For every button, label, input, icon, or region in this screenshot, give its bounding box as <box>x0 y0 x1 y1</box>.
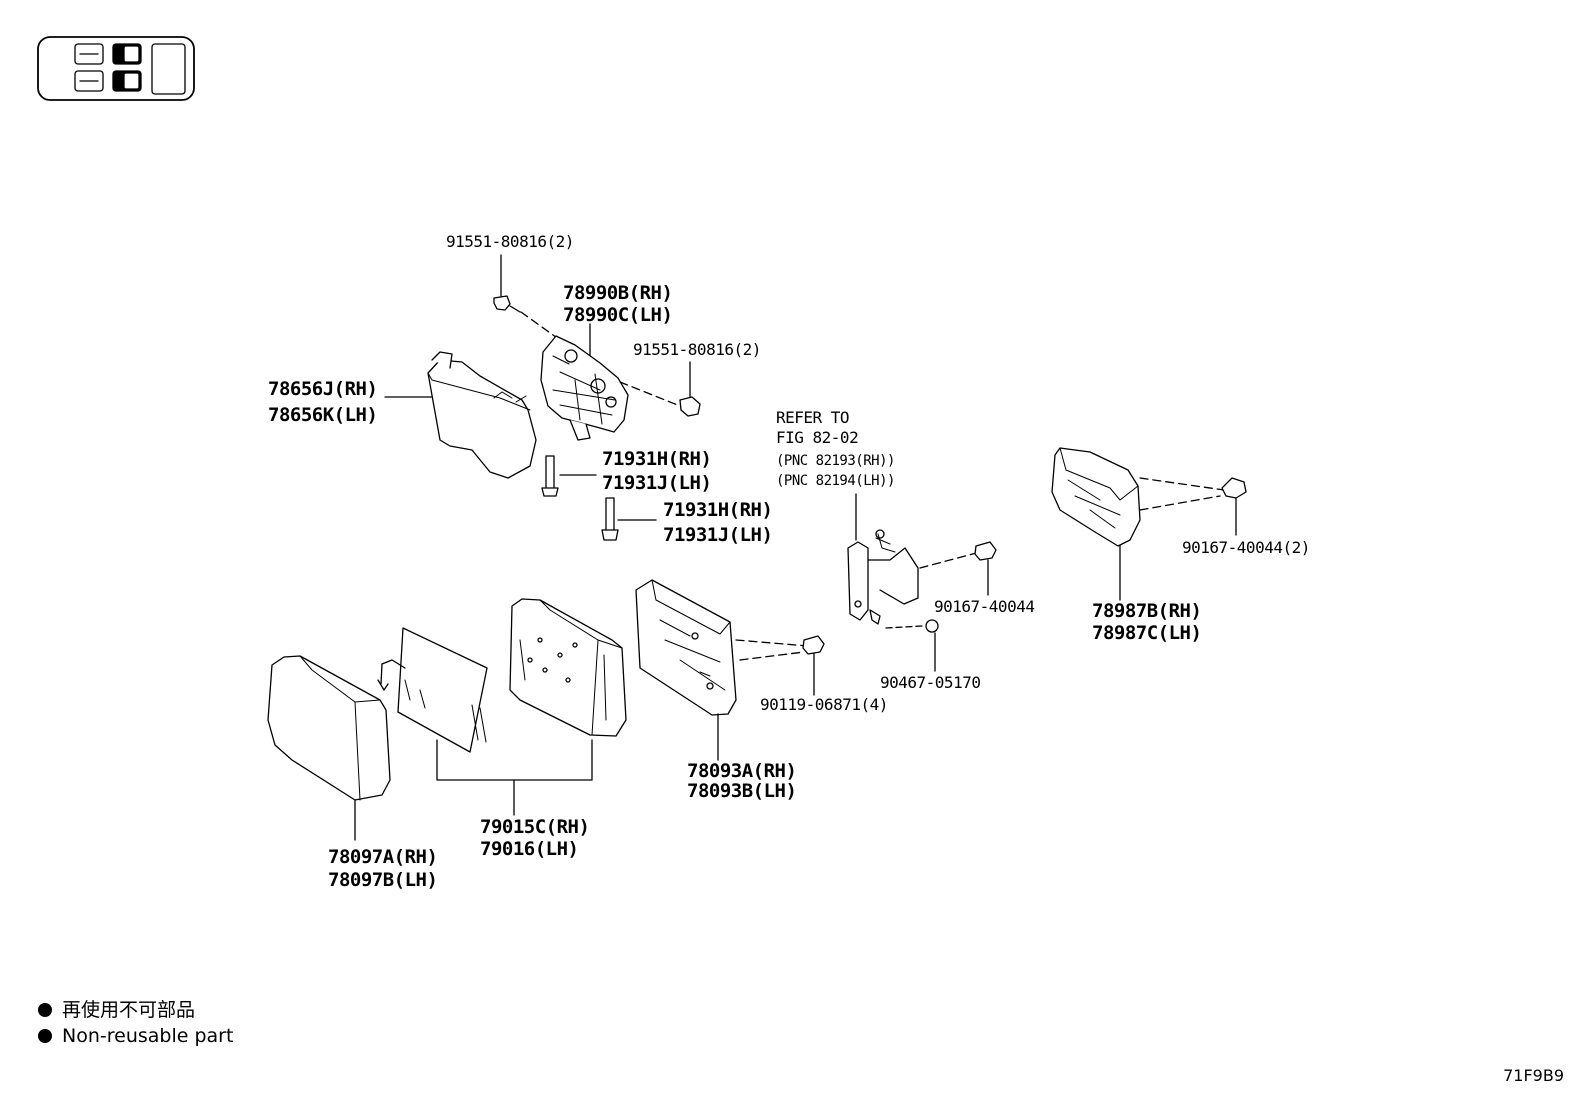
bolt-91551-mid <box>679 361 701 417</box>
bracket-79015 <box>436 739 593 816</box>
legend-jp-text: 再使用不可部品 <box>62 999 196 1021</box>
label-78990c: 78990C(LH) <box>563 304 673 326</box>
label-79016: 79016(LH) <box>480 838 579 860</box>
legend-jp: 再使用不可部品 <box>38 998 195 1022</box>
bolt-91551-top <box>493 254 561 341</box>
bullet-icon <box>38 1029 52 1043</box>
label-71931h-b: 71931H(RH) <box>663 499 773 521</box>
recliner-78990 <box>540 323 681 441</box>
label-91551-top: 91551-80816(2) <box>446 232 574 251</box>
cover-78656 <box>384 351 537 479</box>
refer-line-3: (PNC 82193(RH)) <box>776 453 895 469</box>
seatback-cover-78097 <box>267 655 391 841</box>
label-78987c: 78987C(LH) <box>1092 622 1202 644</box>
bolt-90167-right <box>1221 477 1247 536</box>
label-78990b: 78990B(RH) <box>563 282 673 304</box>
seatback-board-78093 <box>635 579 809 761</box>
refer-line-4: (PNC 82194(LH)) <box>776 473 895 489</box>
label-90167-right: 90167-40044(2) <box>1182 538 1310 557</box>
label-90467: 90467-05170 <box>880 673 981 692</box>
label-90119: 90119-06871(4) <box>760 695 888 714</box>
clip-90467 <box>925 619 939 672</box>
pin-71931-b <box>601 497 657 541</box>
label-78093a: 78093A(RH) <box>687 760 797 782</box>
bolt-90119 <box>802 635 825 696</box>
bolt-90167-mid <box>974 541 997 596</box>
label-78097a: 78097A(RH) <box>328 846 438 868</box>
label-78656k: 78656K(LH) <box>268 404 378 426</box>
pin-71931-a <box>541 455 597 497</box>
label-78987b: 78987B(RH) <box>1092 600 1202 622</box>
seat-locator-icon <box>37 36 195 101</box>
refer-line-1: REFER TO <box>776 408 850 427</box>
bullet-icon <box>38 1003 52 1017</box>
label-71931h-a: 71931H(RH) <box>602 448 712 470</box>
side-cover-78987 <box>1051 447 1225 601</box>
label-71931j-b: 71931J(LH) <box>663 524 773 546</box>
legend-en: Non-reusable part <box>38 1024 233 1048</box>
harness-bracket <box>847 493 981 629</box>
label-90167-mid: 90167-40044 <box>934 597 1035 616</box>
label-79015c: 79015C(RH) <box>480 816 590 838</box>
label-91551-mid: 91551-80816(2) <box>633 340 761 359</box>
refer-line-2: FIG 82-02 <box>776 428 859 447</box>
label-78093b: 78093B(LH) <box>687 780 797 802</box>
label-71931j-a: 71931J(LH) <box>602 472 712 494</box>
figure-code: 71F9B9 <box>1503 1066 1564 1085</box>
label-78656j: 78656J(RH) <box>268 378 378 400</box>
legend-en-text: Non-reusable part <box>62 1025 234 1047</box>
heater-pad-79015 <box>377 627 488 753</box>
seatback-frame-79015 <box>509 598 627 737</box>
label-78097b: 78097B(LH) <box>328 869 438 891</box>
